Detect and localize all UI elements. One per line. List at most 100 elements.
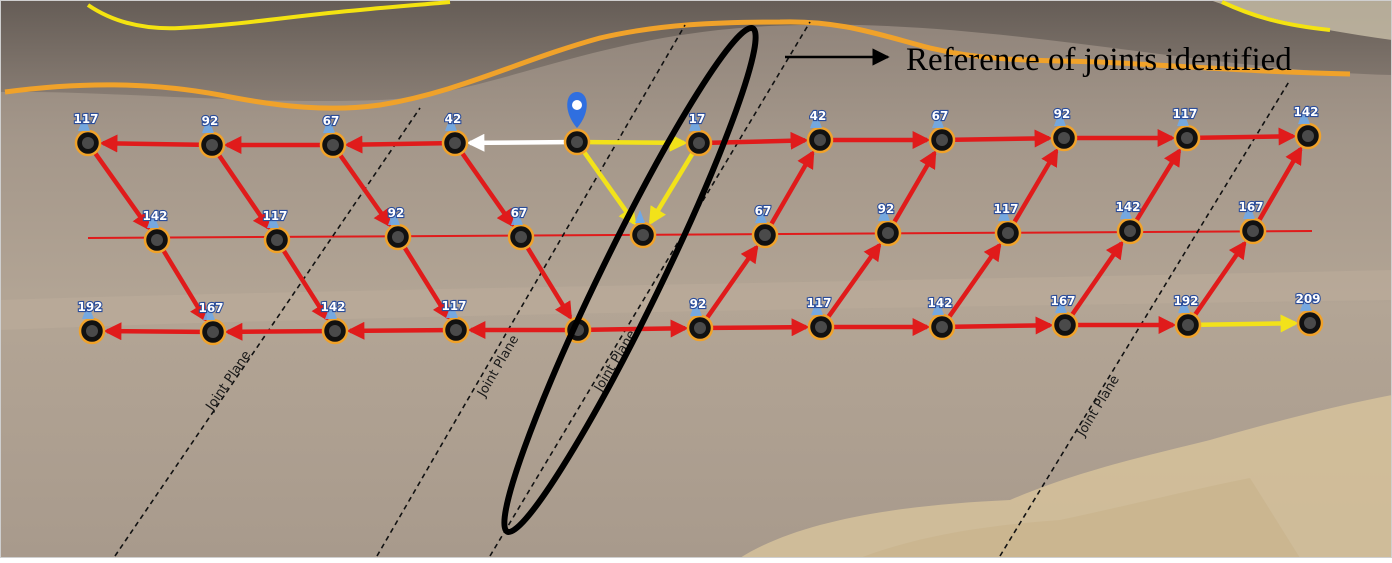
connection-M10-T11 xyxy=(1257,145,1303,221)
hole-B1: 192 xyxy=(76,299,106,345)
hole-T8: 67 xyxy=(928,108,956,154)
delay-arrow-icon xyxy=(267,212,279,228)
connection-T5-T4 xyxy=(466,133,565,152)
hole-center xyxy=(1124,225,1136,237)
delay-label: 142 xyxy=(320,300,345,314)
connection-B8-B9 xyxy=(954,316,1054,335)
connection-T3-M3 xyxy=(338,154,392,228)
hole-center xyxy=(515,231,527,243)
boundary-line-orange xyxy=(4,19,1351,111)
hole-T6: 17 xyxy=(685,111,713,157)
hole-center xyxy=(882,227,894,239)
delay-label: 92 xyxy=(878,202,895,216)
hole-B6: 92 xyxy=(686,296,714,342)
delay-label: 192 xyxy=(1173,294,1198,308)
delay-label: 42 xyxy=(445,112,462,126)
hole-center xyxy=(1059,319,1071,331)
hole-M3: 92 xyxy=(384,205,412,251)
hole-center xyxy=(694,322,706,334)
delay-label: 117 xyxy=(993,202,1018,216)
delay-label: 117 xyxy=(806,296,831,310)
connection-B9-M9 xyxy=(1070,240,1124,316)
joint-plane-line xyxy=(376,24,686,557)
hole-T3: 67 xyxy=(319,113,347,159)
hole-M8: 117 xyxy=(992,201,1022,247)
hole-M5 xyxy=(629,210,657,249)
joint-plane-line xyxy=(489,21,811,557)
hole-T5 xyxy=(563,92,591,156)
connection-B2-B1 xyxy=(103,322,201,341)
connection-T10-T11 xyxy=(1199,127,1297,146)
delay-label: 67 xyxy=(932,109,949,123)
joint-plane-line xyxy=(999,79,1291,557)
delay-arrow-icon xyxy=(878,205,890,221)
delay-label: 117 xyxy=(73,112,98,126)
middle-row-guide-line xyxy=(87,230,1313,239)
delay-label: 142 xyxy=(927,296,952,310)
hole-T2: 92 xyxy=(198,113,226,159)
connection-B10-B11 xyxy=(1200,314,1299,333)
delay-label: 92 xyxy=(388,206,405,220)
connection-T6-T7 xyxy=(711,131,809,150)
delay-label: 142 xyxy=(1293,105,1318,119)
delay-arrow-icon xyxy=(82,303,94,319)
connection-T2-T1 xyxy=(99,134,200,153)
hole-B10: 192 xyxy=(1172,293,1202,339)
connection-M4-B5 xyxy=(525,246,573,321)
delay-label: 167 xyxy=(1238,200,1263,214)
hole-B3: 142 xyxy=(319,299,349,345)
hole-B9: 167 xyxy=(1049,293,1079,339)
delay-arrow-icon xyxy=(998,205,1010,221)
delay-label: 117 xyxy=(1172,107,1197,121)
hole-center xyxy=(936,321,948,333)
hole-center xyxy=(206,139,218,151)
connection-B6-M6 xyxy=(705,244,759,319)
delay-label: 117 xyxy=(262,209,287,223)
callout-text: Reference of joints identified xyxy=(906,42,1292,78)
hole-center xyxy=(1302,130,1314,142)
connection-M2-B3 xyxy=(282,249,329,322)
hole-center xyxy=(271,234,283,246)
connection-M8-T9 xyxy=(1012,147,1059,223)
hole-center xyxy=(571,136,583,148)
hole-center xyxy=(1058,132,1070,144)
delay-arrow-icon xyxy=(1300,295,1312,311)
delay-label: 167 xyxy=(1050,294,1075,308)
hole-T1: 117 xyxy=(72,111,102,157)
hole-center xyxy=(449,137,461,149)
connection-T5-M5 xyxy=(582,151,637,226)
hole-center xyxy=(1182,319,1194,331)
hole-center xyxy=(693,137,705,149)
connection-T8-T9 xyxy=(954,129,1053,148)
connection-B8-M8 xyxy=(947,242,1002,318)
connection-M6-T7 xyxy=(769,149,815,225)
delay-label: 67 xyxy=(323,114,340,128)
hole-center xyxy=(450,324,462,336)
location-pin-icon xyxy=(567,92,587,128)
delay-arrow-icon xyxy=(78,115,90,131)
delay-label: 142 xyxy=(1115,200,1140,214)
delay-label: 209 xyxy=(1295,292,1320,306)
hole-B2: 167 xyxy=(197,300,227,346)
delay-arrow-icon xyxy=(932,299,944,315)
hole-B4: 117 xyxy=(440,298,470,344)
connection-B10-M10 xyxy=(1193,240,1247,316)
hole-center xyxy=(327,139,339,151)
delay-arrow-icon xyxy=(810,112,822,128)
delay-arrow-icon xyxy=(445,115,457,131)
connection-M3-B4 xyxy=(402,246,451,321)
connection-T4-T3 xyxy=(344,135,443,154)
delay-label: 92 xyxy=(202,114,219,128)
delay-arrow-icon xyxy=(811,299,823,315)
delay-arrow-icon xyxy=(511,209,523,225)
connection-T6-M5 xyxy=(648,152,695,226)
delay-label: 17 xyxy=(689,112,706,126)
delay-arrow-icon xyxy=(689,115,701,131)
hole-T4: 42 xyxy=(441,111,469,157)
hole-T11: 142 xyxy=(1292,104,1322,150)
hole-center xyxy=(207,326,219,338)
delay-label: 117 xyxy=(441,299,466,313)
